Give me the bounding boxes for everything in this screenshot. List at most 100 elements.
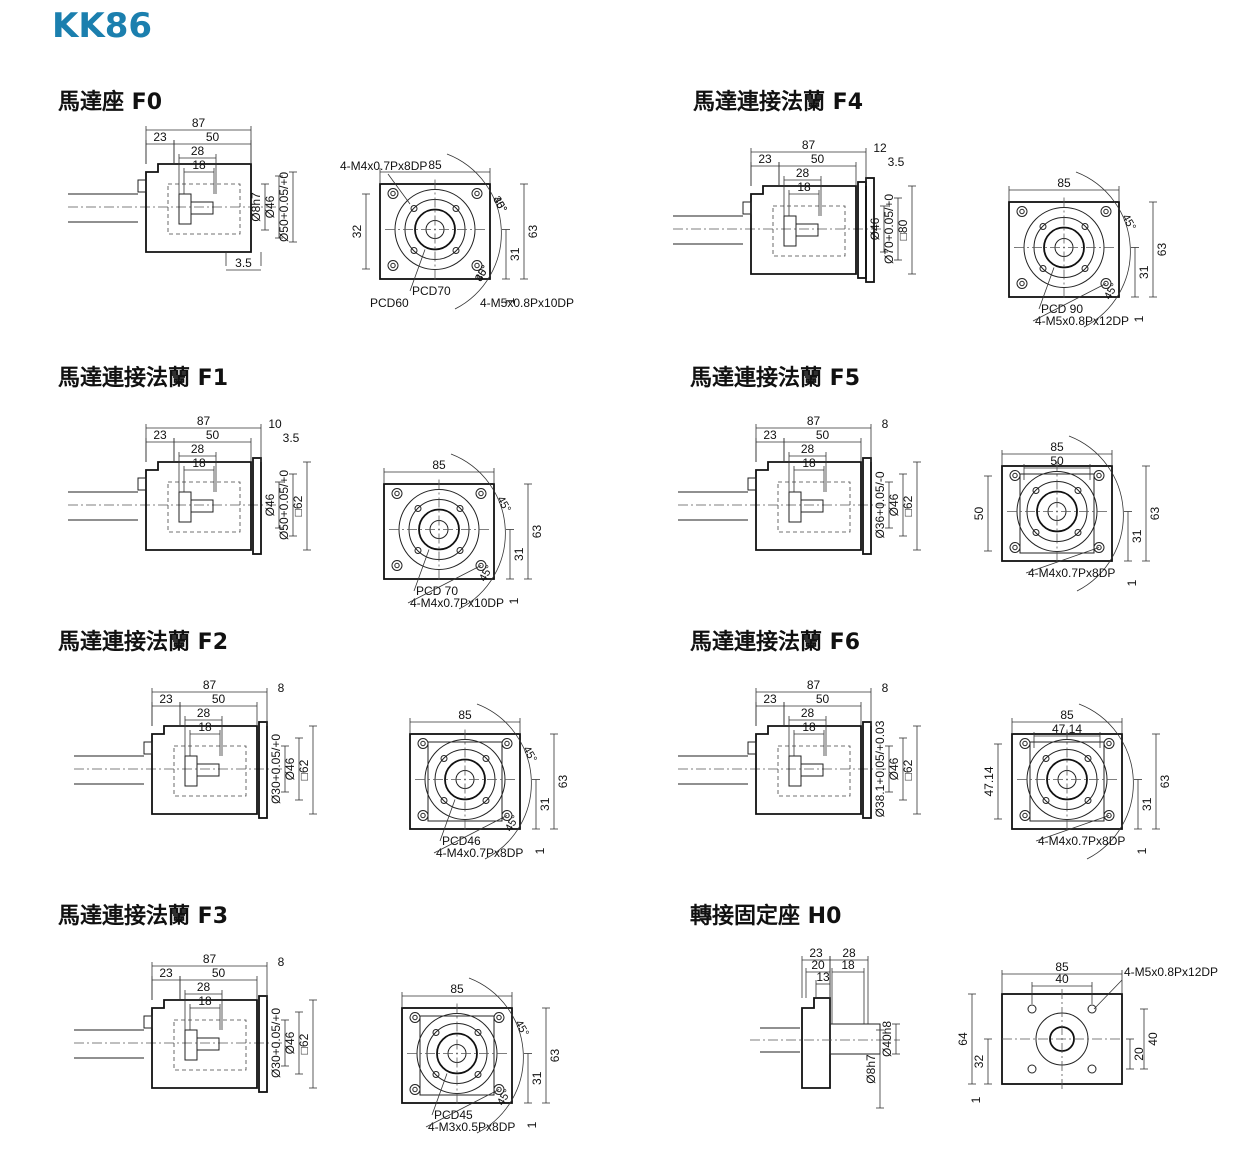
dimension-label: 87 <box>192 116 206 130</box>
dimension-label: 28 <box>197 706 211 720</box>
bolt-hole <box>1016 206 1028 217</box>
dimension-label: 28 <box>801 442 815 456</box>
section-title: 馬達連接法蘭 F2 <box>58 630 228 655</box>
dimension-label: 63 <box>548 1049 562 1063</box>
pcd-label: PCD70 <box>412 284 451 298</box>
dimension-label: 64 <box>956 1032 970 1046</box>
section-title: 馬達座 F0 <box>58 90 162 115</box>
note-label: 4-M5x0.8Px12DP <box>1035 314 1129 328</box>
dimension-label: 87 <box>807 678 821 692</box>
dimension-label: Ø8h7 <box>249 192 263 222</box>
bolt-hole <box>1019 738 1031 749</box>
dimension-label: 47.14 <box>982 766 996 796</box>
dimension-label: 47.14 <box>1052 722 1082 736</box>
dimension-label: 12 <box>873 141 887 155</box>
dimension-label: Ø46 <box>263 195 277 218</box>
dimension-label: 23 <box>763 692 777 706</box>
dimension-label: 10 <box>268 417 282 431</box>
bolt-hole <box>493 1084 505 1095</box>
bolt-hole <box>409 1012 421 1023</box>
section-title: 馬達連接法蘭 F3 <box>58 904 228 929</box>
bolt-hole <box>493 1012 505 1023</box>
dimension-label: 18 <box>198 994 212 1008</box>
bolt-hole <box>391 488 403 499</box>
dimension-label: 31 <box>512 547 526 561</box>
dimension-label: Ø30+0.05/+0 <box>269 1008 283 1078</box>
bolt-hole <box>1093 470 1105 481</box>
dimension-label: 31 <box>1137 265 1151 279</box>
dimension-label: 87 <box>807 414 821 428</box>
dimension-label: 18 <box>841 958 855 972</box>
dimension-label: 28 <box>191 442 205 456</box>
dimension-label: Ø50+0.05/+0 <box>277 470 291 540</box>
dimension-label: Ø70+0.05/+0 <box>882 194 896 264</box>
pcd-label: PCD45 <box>434 1108 473 1122</box>
dimension-label: 28 <box>842 946 856 960</box>
dimension-label: 63 <box>530 525 544 539</box>
dimension-label: 32 <box>350 225 364 239</box>
bolt-hole <box>471 188 483 199</box>
bolt-hole <box>501 810 513 821</box>
bolt-hole <box>471 260 483 271</box>
dimension-label: 50 <box>212 692 226 706</box>
dimension-label: □62 <box>291 495 305 516</box>
bolt-hole <box>501 738 513 749</box>
dimension-label: 18 <box>797 180 811 194</box>
bolt-hole <box>1093 542 1105 553</box>
dimension-label: 50 <box>212 966 226 980</box>
dimension-label: 1 <box>1125 579 1139 586</box>
page-title: KK86 <box>52 6 153 46</box>
dimension-label: Ø46 <box>868 217 882 240</box>
dimension-label: □62 <box>297 1033 311 1054</box>
dimension-label: 85 <box>1055 960 1069 974</box>
dimension-label: 18 <box>192 456 206 470</box>
note-label: 4-M5x0.8Px12DP <box>1124 965 1218 979</box>
dimension-label: 8 <box>278 681 285 695</box>
dimension-label: 50 <box>206 130 220 144</box>
bolt-hole <box>1103 810 1115 821</box>
bolt-hole <box>409 1084 421 1095</box>
dimension-label: 23 <box>763 428 777 442</box>
dimension-label: 85 <box>428 158 442 172</box>
dimension-label: 18 <box>198 720 212 734</box>
dimension-label: 40 <box>1055 972 1069 986</box>
pcd-label: PCD 90 <box>1041 302 1083 316</box>
note-label: 4-M4x0.7Px10DP <box>410 596 504 610</box>
dimension-label: 1 <box>525 1121 539 1128</box>
pcd-label: PCD46 <box>442 834 481 848</box>
dimension-label: 1 <box>503 297 517 304</box>
bolt-hole <box>1009 470 1021 481</box>
dimension-label: Ø46 <box>283 757 297 780</box>
dimension-label: 63 <box>1155 243 1169 257</box>
section-title: 馬達連接法蘭 F5 <box>690 366 860 391</box>
dimension-label: □62 <box>901 495 915 516</box>
dimension-label: 23 <box>153 428 167 442</box>
dimension-label: 50 <box>1050 454 1064 468</box>
dimension-label: 85 <box>1057 176 1071 190</box>
dimension-label: 85 <box>458 708 472 722</box>
dimension-label: 23 <box>758 152 772 166</box>
dimension-label: 85 <box>432 458 446 472</box>
dimension-label: 87 <box>802 138 816 152</box>
section-title: 馬達連接法蘭 F1 <box>58 366 228 391</box>
dimension-label: 85 <box>1060 708 1074 722</box>
dimension-label: Ø36+0.05/-0 <box>873 471 887 538</box>
dimension-label: 50 <box>811 152 825 166</box>
note-label: 4-M4x0.7Px8DP <box>1038 834 1125 848</box>
dimension-label: 63 <box>526 225 540 239</box>
dimension-label: 87 <box>203 952 217 966</box>
